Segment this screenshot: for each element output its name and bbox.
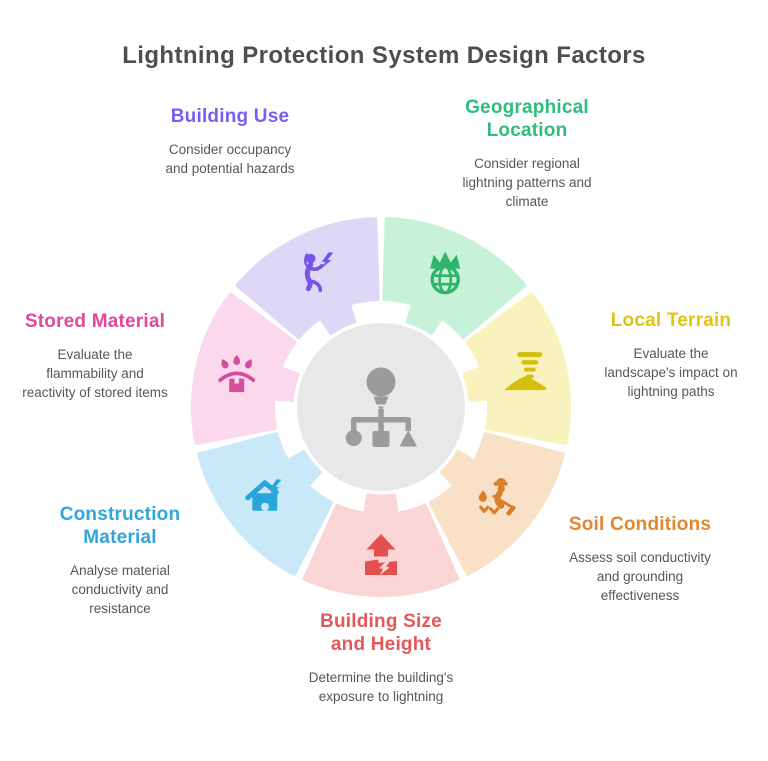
factor-description: Analyse material conductivity and resist… xyxy=(70,563,170,616)
factor-block-soil-conditions: Soil Conditions Assess soil conductivity… xyxy=(530,513,750,605)
factor-title: Construction Material xyxy=(59,504,181,548)
tornado-terrain-icon xyxy=(504,352,547,391)
page-title: Lightning Protection System Design Facto… xyxy=(122,42,646,69)
idea-structure-icon xyxy=(345,367,417,447)
factor-title: Local Terrain xyxy=(610,310,732,331)
factor-block-local-terrain: Local Terrain Evaluate the landscape's i… xyxy=(576,309,766,401)
drops-package-icon xyxy=(218,354,256,393)
factor-title: Stored Material xyxy=(24,311,166,332)
segment-soil-conditions xyxy=(428,432,565,576)
segment-construction-material xyxy=(197,432,334,576)
factor-description: Evaluate the landscape's impact on light… xyxy=(604,346,738,399)
factor-block-building-size-and-height: Building Size and Height Determine the b… xyxy=(266,610,496,706)
factor-description: Consider occupancy and potential hazards xyxy=(165,142,295,176)
factor-description: Determine the building's exposure to lig… xyxy=(308,670,454,704)
segment-stored-material xyxy=(191,292,300,446)
factor-block-geographical-location: Geographical Location Consider regional … xyxy=(417,96,637,211)
person-bolt-icon xyxy=(304,252,334,292)
factor-title: Building Use xyxy=(170,106,290,127)
segment-local-terrain xyxy=(462,292,571,446)
factor-description: Assess soil conductivity and grounding e… xyxy=(569,550,711,603)
segment-ring xyxy=(191,292,297,446)
farmer-soil-icon xyxy=(478,478,516,516)
segment-building-size-and-height xyxy=(302,493,460,597)
segment-building-use xyxy=(235,217,380,340)
factor-title: Building Size and Height xyxy=(320,611,442,655)
factor-title: Geographical Location xyxy=(465,97,589,141)
building-lightning-strike-icon xyxy=(365,534,397,575)
factor-description: Consider regional lightning patterns and… xyxy=(462,156,592,209)
segment-ring xyxy=(465,292,571,446)
factor-description: Evaluate the flammability and reactivity… xyxy=(22,347,168,400)
factor-title: Soil Conditions xyxy=(568,514,712,535)
factor-block-stored-material: Stored Material Evaluate the flammabilit… xyxy=(0,310,190,402)
factor-block-building-use: Building Use Consider occupancy and pote… xyxy=(115,105,345,178)
house-bolt-icon xyxy=(245,479,282,511)
segment-geographical-location xyxy=(382,217,527,340)
factor-block-construction-material: Construction Material Analyse material c… xyxy=(15,503,225,618)
globe-flame-icon xyxy=(430,251,461,295)
